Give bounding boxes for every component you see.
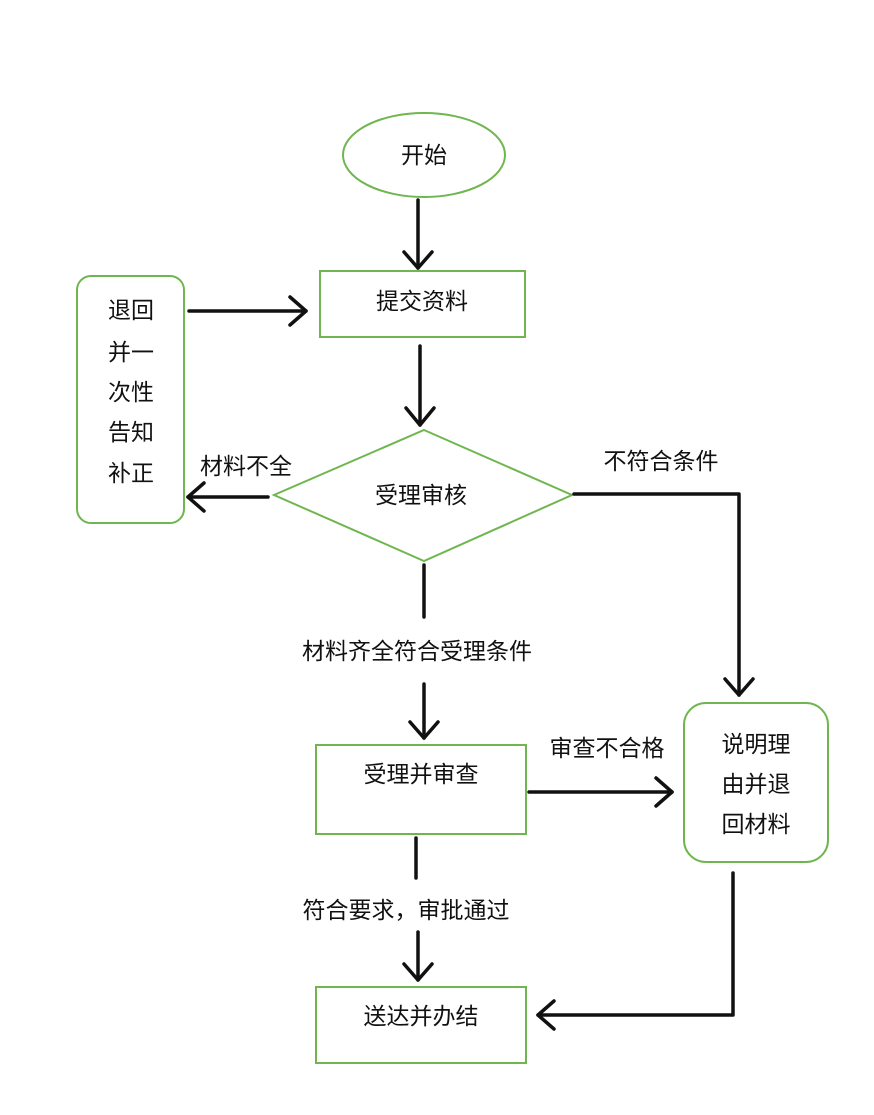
edge-label-fail: 审查不合格 [550,736,665,762]
edge-submit-to-review [404,344,436,427]
edge-accept-to-explain [527,776,674,808]
edge-accept-to-deliver [402,836,434,982]
accept-node [315,744,527,835]
return-notify-line-3: 次性 [108,380,154,406]
edge-start-to-submit [402,198,434,270]
return-notify-line-1: 退回 [108,298,154,324]
explain-return-node [683,702,829,863]
edge-explain-to-deliver [536,871,735,1031]
edge-review-to-return [186,481,270,513]
explain-return-line-3: 回材料 [722,812,791,838]
edge-return-to-submit [187,295,308,327]
edge-review-to-explain [572,492,755,697]
return-notify-line-2: 并一 [108,340,154,366]
return-notify-node [76,275,185,524]
return-notify-line-5: 补正 [108,461,154,487]
deliver-label: 送达并办结 [364,1004,479,1030]
edge-label-incomplete: 材料不全 [200,454,292,480]
edge-review-to-accept [408,563,440,740]
review-decision [271,428,575,563]
start-label: 开始 [401,143,447,169]
edge-label-complete: 材料齐全符合受理条件 [302,639,532,665]
edge-label-not-eligible: 不符合条件 [604,449,719,475]
explain-return-line-1: 说明理 [722,732,791,758]
deliver-node [315,986,527,1064]
submit-node [319,270,526,338]
start-node [342,112,506,198]
submit-label: 提交资料 [376,289,468,315]
review-label: 受理审核 [375,483,467,509]
return-notify-line-4: 告知 [108,420,154,446]
explain-return-line-2: 由并退 [722,772,791,798]
edge-label-pass: 符合要求，审批通过 [303,898,510,924]
accept-label: 受理并审查 [364,762,479,788]
